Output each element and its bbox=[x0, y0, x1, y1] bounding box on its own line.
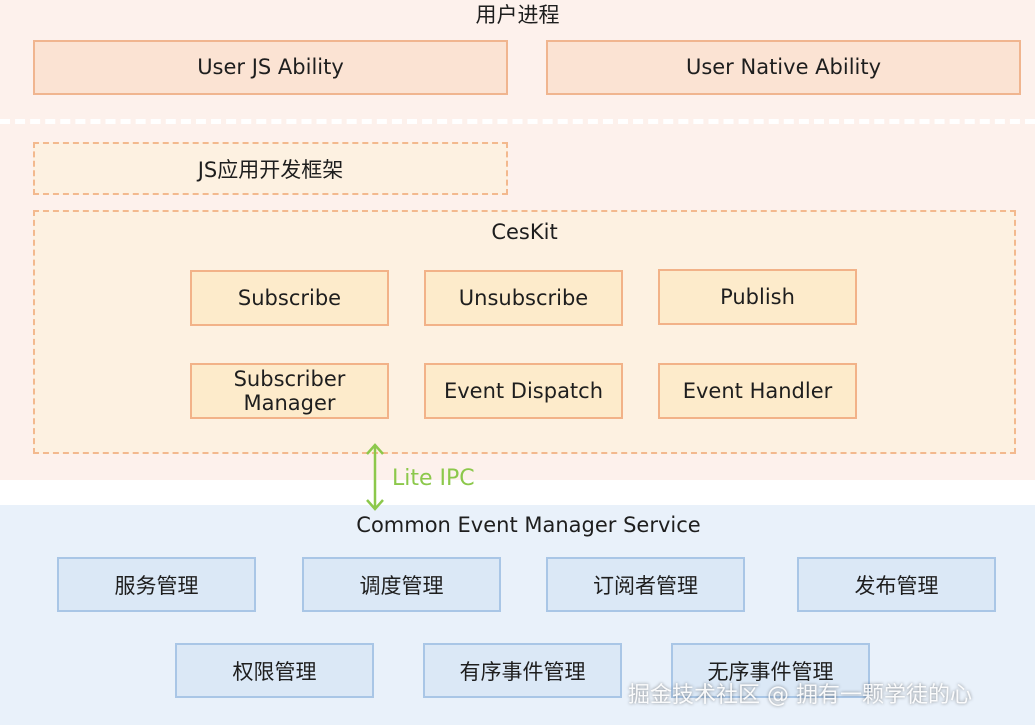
publish-management-box: 发布管理 bbox=[797, 557, 996, 612]
subscribe-box: Subscribe bbox=[190, 270, 389, 326]
event-handler-box: Event Handler bbox=[658, 363, 857, 419]
scheduling-management-box: 调度管理 bbox=[302, 557, 501, 612]
js-framework-box: JS应用开发框架 bbox=[33, 142, 508, 195]
subscriber-management-box: 订阅者管理 bbox=[546, 557, 745, 612]
ipc-label: Lite IPC bbox=[392, 466, 475, 491]
service-management-box: 服务管理 bbox=[57, 557, 256, 612]
unsubscribe-box: Unsubscribe bbox=[424, 270, 623, 326]
unordered-event-management-box: 无序事件管理 bbox=[671, 643, 870, 698]
service-title: Common Event Manager Service bbox=[356, 513, 701, 537]
event-dispatch-box: Event Dispatch bbox=[424, 363, 623, 419]
ipc-double-arrow-icon bbox=[366, 443, 384, 511]
user-js-ability-box: User JS Ability bbox=[33, 40, 508, 95]
ordered-event-management-box: 有序事件管理 bbox=[423, 643, 622, 698]
process-boundary-divider bbox=[0, 119, 1035, 124]
publish-box: Publish bbox=[658, 269, 857, 325]
subscriber-manager-box: Subscriber Manager bbox=[190, 363, 389, 419]
watermark-text: 掘金技术社区 @ 拥有一颗学徒的心 bbox=[628, 683, 972, 708]
user-native-ability-box: User Native Ability bbox=[546, 40, 1021, 95]
permission-management-box: 权限管理 bbox=[175, 643, 374, 698]
ceskit-title: CesKit bbox=[491, 220, 558, 244]
user-process-title: 用户进程 bbox=[475, 3, 560, 27]
